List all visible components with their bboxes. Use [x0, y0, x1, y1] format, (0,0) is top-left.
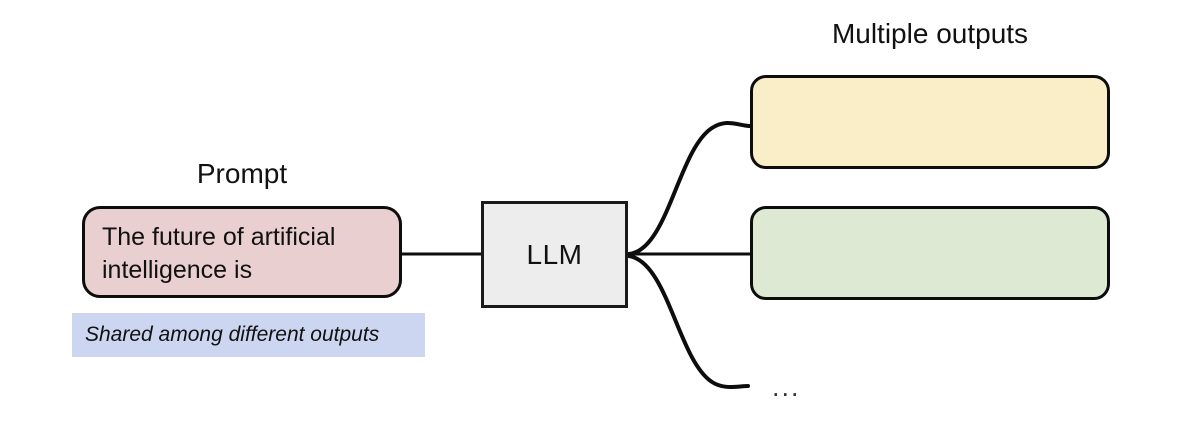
shared-note-text: Shared among different outputs	[85, 323, 380, 346]
edge-llm-to-output-1	[627, 120, 752, 256]
shared-note-banner: Shared among different outputs	[72, 313, 425, 357]
prompt-label: Prompt	[196, 158, 288, 189]
prompt-node[interactable]: The future of artificial intelligence is	[82, 206, 402, 298]
llm-node-label: LLM	[526, 238, 583, 270]
prompt-node-text: The future of artificial intelligence is	[102, 223, 336, 284]
output-node-2[interactable]	[750, 206, 1110, 300]
multiple-outputs-label: Multiple outputs	[831, 18, 1029, 49]
more-outputs-ellipsis: ...	[772, 372, 801, 402]
edge-llm-to-more-outputs	[627, 254, 750, 389]
output-node-1[interactable]	[750, 75, 1110, 169]
llm-node[interactable]: LLM	[481, 201, 628, 308]
